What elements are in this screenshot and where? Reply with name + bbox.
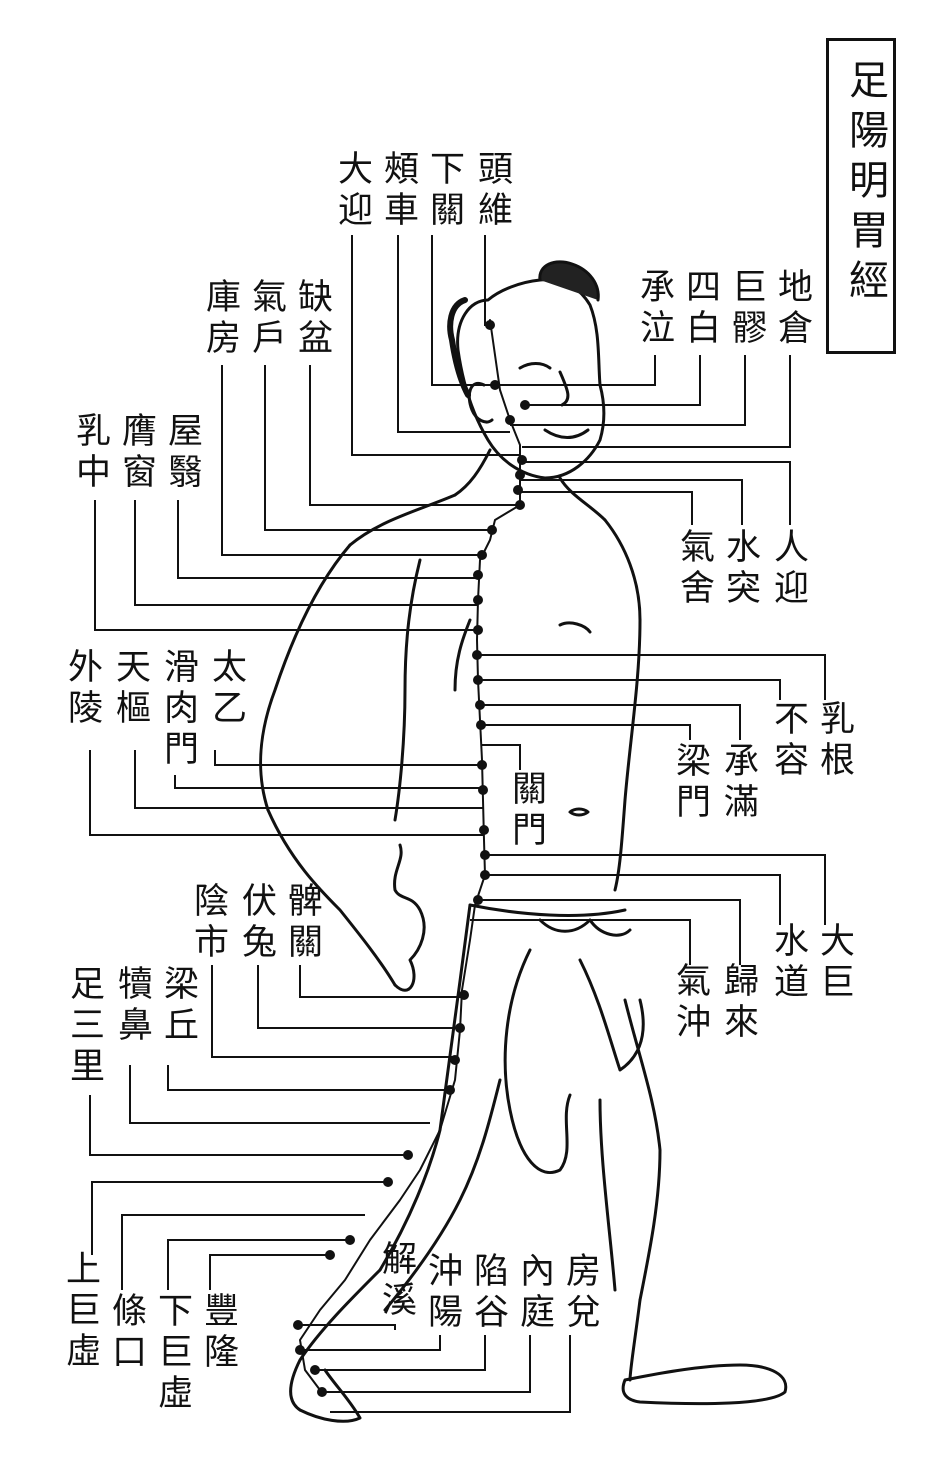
neck-right: [558, 476, 607, 522]
label-chengman: 承滿: [718, 742, 758, 824]
acupoint: [515, 470, 525, 480]
label-touwei: 頭維: [472, 150, 512, 232]
nipple: [558, 621, 592, 634]
belt: [468, 903, 627, 917]
label-tiaokou: 條口: [106, 1292, 146, 1374]
leg-front-inner: [598, 1098, 617, 1292]
label-dicang: 地倉: [772, 268, 812, 350]
label-chongyang: 沖陽: [422, 1252, 462, 1334]
hand: [393, 843, 426, 992]
chest-left: [453, 618, 472, 692]
label-juliao: 巨髎: [726, 268, 766, 350]
mouth: [543, 428, 590, 439]
cloth-knot: [538, 918, 632, 937]
label-daju: 大巨: [814, 922, 854, 1004]
acupoint: [513, 485, 523, 495]
label-qishe: 氣舍: [674, 528, 714, 610]
shoe-front: [621, 1363, 788, 1406]
acupoints: [293, 320, 530, 1397]
label-rugen: 乳根: [814, 700, 854, 782]
label-qichong: 氣沖: [670, 962, 710, 1044]
label-xiaguan: 下關: [424, 150, 464, 232]
cloth-hang-2: [578, 958, 645, 1072]
label-shuidao: 水道: [768, 922, 808, 1004]
label-yinshi: 陰市: [188, 882, 228, 964]
acupoint: [517, 455, 527, 465]
arm-upper: [259, 543, 352, 812]
label-xiangu: 陷谷: [468, 1252, 508, 1334]
label-xiajuxu: 下巨虛: [152, 1292, 192, 1415]
label-shuitu: 水突: [720, 528, 760, 610]
head-outline: [456, 278, 606, 480]
label-jiexi: 解溪: [376, 1240, 416, 1322]
label-taiyi: 太乙: [206, 648, 246, 730]
shoulder-right: [603, 518, 642, 622]
label-sibai: 四白: [680, 268, 720, 350]
arm-inner: [393, 558, 422, 822]
nose: [558, 370, 570, 407]
label-zusanli: 足三里: [64, 965, 104, 1088]
acupoint: [479, 825, 489, 835]
forearm: [266, 808, 397, 987]
label-qihu: 氣戶: [246, 278, 286, 360]
label-guilai: 歸來: [718, 962, 758, 1044]
hair-side: [447, 297, 471, 398]
label-shangjuxu: 上巨虛: [60, 1250, 100, 1373]
label-huaroumen: 滑肉門: [158, 648, 198, 771]
label-lidui: 房兌: [560, 1252, 600, 1334]
label-jiache: 頰車: [378, 150, 418, 232]
label-futu: 伏兔: [236, 882, 276, 964]
label-wuyi: 屋翳: [162, 412, 202, 494]
acupoint: [459, 990, 469, 1000]
leg-back-inner: [383, 1078, 502, 1312]
label-tianshu: 天樞: [110, 648, 150, 730]
label-neiting: 內庭: [514, 1252, 554, 1334]
ear: [467, 381, 494, 424]
label-chengqi: 承泣: [634, 268, 674, 350]
label-renying: 人迎: [768, 528, 808, 610]
label-quepen: 缺盆: [292, 278, 332, 360]
shoulder-left: [348, 493, 457, 547]
leg-front-shin: [628, 1298, 642, 1382]
label-kufang: 庫房: [200, 278, 240, 360]
title-box: 足陽明胃經: [826, 38, 896, 354]
label-ruzhong: 乳中: [70, 412, 110, 494]
label-burong: 不容: [768, 700, 808, 782]
diagram-title: 足陽明胃經: [842, 59, 888, 309]
acupoint: [505, 415, 515, 425]
foot-back: [298, 1368, 362, 1423]
leg-front-thigh: [623, 998, 662, 1302]
label-biguan: 髀關: [282, 882, 322, 964]
label-fenglong: 豐隆: [198, 1292, 238, 1374]
label-wailing: 外陵: [62, 648, 102, 730]
cloth-hang: [503, 948, 572, 1174]
label-daying: 大迎: [332, 150, 372, 232]
eye-line: [518, 362, 552, 370]
label-dubi: 犢鼻: [112, 965, 152, 1047]
label-liangqiu: 梁丘: [158, 965, 198, 1047]
label-liangmen: 梁門: [670, 742, 710, 824]
neck-left: [453, 448, 492, 497]
leg-back-thigh: [378, 903, 472, 1272]
navel: [568, 807, 590, 817]
acupoint: [478, 785, 488, 795]
leader-lines: [89, 235, 826, 1413]
acupoint: [473, 595, 483, 605]
torso-right: [613, 618, 642, 892]
label-yingchuang: 膺窗: [116, 412, 156, 494]
hair-bun: [538, 260, 600, 302]
label-guanmen: 關門: [506, 770, 546, 852]
